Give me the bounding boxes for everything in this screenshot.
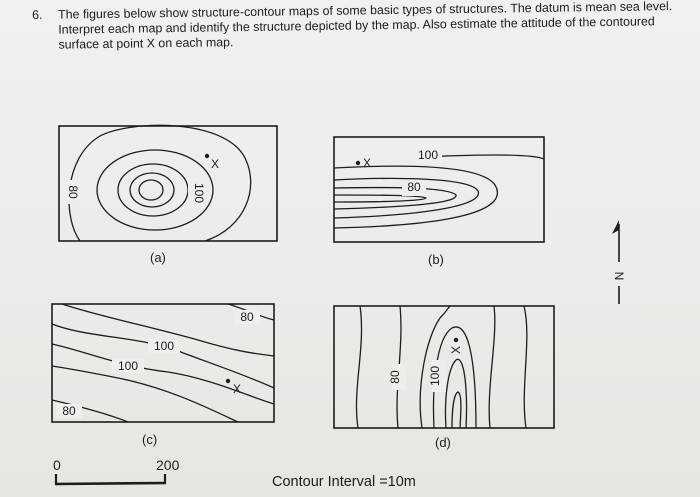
scale-label-end: 200 <box>156 457 180 473</box>
map-c-label-100-upper: 100 <box>154 339 174 353</box>
map-c-point-dot <box>225 378 231 384</box>
map-b-label-100: 100 <box>418 148 438 162</box>
map-d-contour-7 <box>488 305 496 429</box>
map-c-point-label: X <box>233 382 241 396</box>
scale-bar <box>54 474 167 486</box>
map-c-contour-4 <box>51 365 239 423</box>
map-d-contour-5 <box>444 358 468 429</box>
map-a-point-label: X <box>211 157 219 171</box>
map-d-frame <box>333 305 555 429</box>
map-c-contour-5 <box>51 399 129 423</box>
map-b-frame <box>333 136 545 243</box>
map-b-contour-mid <box>333 177 479 219</box>
map-b-contour-outer <box>333 165 499 229</box>
north-arrow-label: N <box>612 272 626 281</box>
map-b-contour-core <box>333 194 427 203</box>
map-a-caption: (a) <box>150 250 166 265</box>
map-b-point-label: X <box>363 156 371 170</box>
map-d-contour-3 <box>419 305 451 429</box>
map-b-label-80: 80 <box>407 180 421 194</box>
map-a-label-100: 100 <box>192 183 206 203</box>
map-c-contour-2 <box>61 303 275 357</box>
map-d-contour-8 <box>523 305 528 429</box>
map-b-contour-inner <box>333 186 457 210</box>
map-c-label-80-top: 80 <box>240 310 254 324</box>
map-d-point-label: X <box>449 346 463 354</box>
question-number: 6. <box>32 7 43 22</box>
map-c-frame <box>51 303 275 423</box>
map-a-contour-inner1 <box>117 163 189 217</box>
map-d-contour-1 <box>355 305 363 429</box>
map-c: 80 100 100 80 X <box>51 303 275 423</box>
map-c-contour-3 <box>51 343 275 405</box>
map-b-point-dot <box>355 160 361 166</box>
map-d-contour-6 <box>451 391 462 429</box>
map-d: 80 100 X <box>333 305 555 429</box>
map-c-label-100-lower: 100 <box>118 359 138 373</box>
north-arrow: N <box>612 220 626 304</box>
map-a: 80 100 X <box>58 124 278 242</box>
map-c-contour-1 <box>51 323 275 389</box>
map-a-frame <box>58 125 278 242</box>
map-b-caption: (b) <box>428 252 444 267</box>
map-a-contour-inner2 <box>129 172 175 208</box>
map-a-point-dot <box>204 153 210 159</box>
map-d-point-dot <box>453 337 459 343</box>
north-arrow-head <box>612 220 619 234</box>
map-c-caption: (c) <box>142 432 158 447</box>
scale-label-start: 0 <box>53 457 61 473</box>
map-c-label-80-low: 80 <box>62 404 76 418</box>
map-d-label-100: 100 <box>428 366 442 386</box>
map-d-label-80: 80 <box>388 370 402 384</box>
map-a-label-80: 80 <box>66 185 80 199</box>
map-b: 100 80 X <box>333 136 545 243</box>
map-d-caption: (d) <box>435 435 451 450</box>
map-a-contour-mid <box>96 149 214 231</box>
contour-interval-label: Contour Interval =10m <box>272 474 416 490</box>
map-a-contour-core <box>138 179 164 201</box>
question-block: 6. The figures below show structure-cont… <box>32 0 683 53</box>
question-text: The figures below show structure-contour… <box>57 0 673 52</box>
